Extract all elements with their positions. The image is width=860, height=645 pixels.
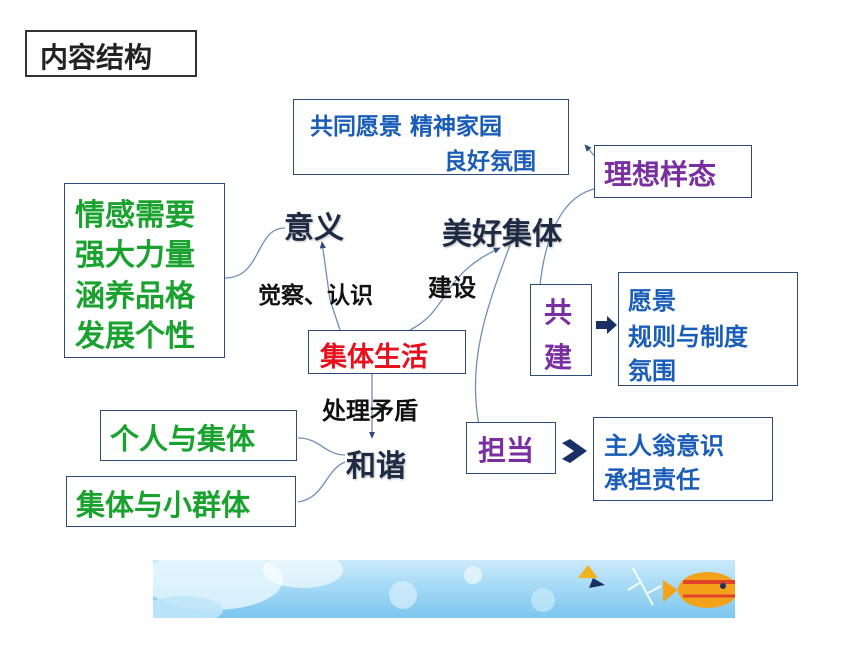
dandang-items-box bbox=[593, 417, 773, 501]
edge-label-yiyi: 觉察、认识 bbox=[258, 283, 373, 309]
hexie-label: 和谐 bbox=[346, 449, 406, 484]
center-box bbox=[308, 330, 466, 374]
gongjian-item-3: 氛围 bbox=[628, 357, 676, 385]
yiyi-item-3: 涵养品格 bbox=[75, 279, 195, 314]
hexie-item2-box bbox=[66, 476, 296, 527]
gongjian-item-1: 愿景 bbox=[628, 287, 676, 315]
gongjian-box bbox=[530, 284, 592, 376]
vision-box bbox=[293, 99, 569, 175]
hexie-item1-box bbox=[100, 410, 297, 461]
gongjian-char2: 建 bbox=[544, 341, 573, 374]
line-hexie-to-item1 bbox=[297, 437, 346, 456]
line-yiyi-to-items bbox=[224, 227, 286, 279]
center-label: 集体生活 bbox=[320, 342, 428, 373]
lixiang-label: 理想样态 bbox=[604, 158, 717, 191]
dandang-label: 担当 bbox=[478, 434, 535, 467]
edge-label-hexie: 处理矛盾 bbox=[322, 397, 418, 425]
gongjian-items-box bbox=[618, 272, 798, 386]
gongjian-char1: 共 bbox=[544, 296, 573, 329]
lixiang-box bbox=[594, 145, 752, 198]
yiyi-items-box bbox=[64, 183, 225, 358]
line-center-to-yiyi bbox=[319, 241, 341, 331]
hexie-item-1: 个人与集体 bbox=[110, 422, 256, 456]
yiyi-item-1: 情感需要 bbox=[75, 198, 195, 233]
line-hexie-to-item2 bbox=[297, 461, 346, 503]
dandang-item-2: 承担责任 bbox=[604, 466, 700, 494]
dandang-box bbox=[466, 422, 556, 474]
decorative-banner-image bbox=[153, 560, 735, 618]
vision-line2: 良好氛围 bbox=[444, 149, 536, 175]
line-meihao-to-lixiang bbox=[539, 187, 599, 286]
title-box bbox=[25, 30, 197, 77]
line-meihao-to-dandang bbox=[474, 244, 511, 431]
page-title: 内容结构 bbox=[40, 41, 153, 74]
edge-label-meihao: 建设 bbox=[428, 274, 476, 302]
dandang-item-1: 主人翁意识 bbox=[604, 432, 724, 460]
hexie-item-2: 集体与小群体 bbox=[76, 488, 251, 522]
yiyi-item-4: 发展个性 bbox=[75, 319, 195, 354]
vision-line1: 共同愿景 精神家园 bbox=[310, 114, 503, 140]
arrow-right-icon bbox=[596, 315, 618, 339]
yiyi-label: 意义 bbox=[284, 211, 344, 246]
yiyi-item-2: 强大力量 bbox=[75, 238, 195, 273]
gongjian-item-2: 规则与制度 bbox=[628, 323, 748, 351]
line-center-to-meihao bbox=[409, 247, 501, 331]
meihao-label: 美好集体 bbox=[442, 217, 562, 252]
arrow-right-icon bbox=[562, 439, 588, 467]
